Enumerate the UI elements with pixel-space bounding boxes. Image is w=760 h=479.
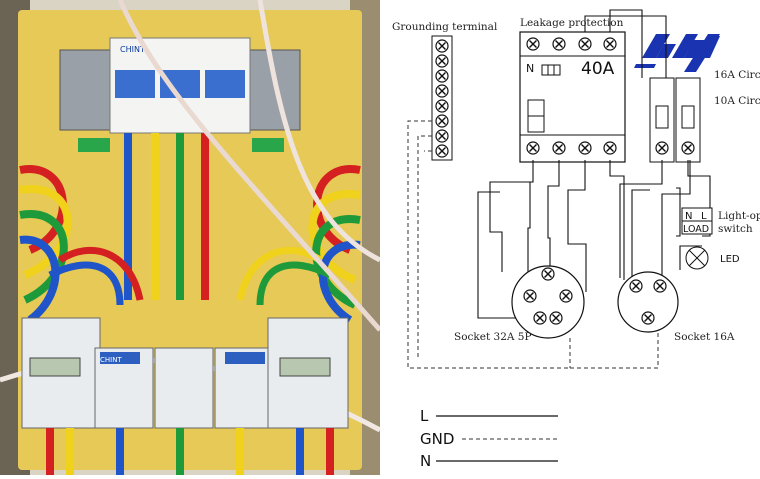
circuit-10a-label: 10A Circuit <box>714 95 760 107</box>
grounding-terminal-strip <box>431 35 453 161</box>
breaker-handle-1 <box>115 70 155 98</box>
led-label: LED <box>720 254 740 265</box>
legend: L GND N <box>420 407 558 470</box>
light-switch-label-1: Light-op <box>718 210 760 222</box>
legend-l-label: L <box>420 407 429 425</box>
legend-n-label: N <box>420 452 431 470</box>
meter-3 <box>154 347 214 429</box>
light-switch-label-2: switch <box>718 223 753 235</box>
wiring-schematic: Grounding terminal Leakag <box>380 0 760 475</box>
circuit-breakers <box>649 77 701 163</box>
top-module-left <box>59 49 116 131</box>
load-n-label: N <box>685 211 692 222</box>
leakage-protection-label: Leakage protection <box>520 17 624 29</box>
grounding-terminal-label: Grounding terminal <box>392 21 498 33</box>
ground-leads <box>407 120 659 369</box>
brand-logo <box>634 34 720 72</box>
socket-16a <box>617 271 679 333</box>
rcd-rating-label: 40A <box>581 59 615 79</box>
brand-label-top: CHINT <box>120 45 145 54</box>
load-l-label: L <box>701 211 707 222</box>
led-lamp <box>685 246 709 270</box>
breaker-handle-2 <box>160 70 200 98</box>
supply-lines <box>584 9 667 78</box>
legend-gnd-label: GND <box>420 430 454 448</box>
socket-32a-label: Socket 32A 5P <box>454 331 532 343</box>
schematic-drawing: Grounding terminal Leakag <box>392 9 760 470</box>
socket-16a-label: Socket 16A <box>674 331 735 343</box>
rcd-n-label: N <box>526 62 534 75</box>
distribution-panel-photo: CHINT <box>0 0 382 475</box>
circuit-16a-label: 16A Circuit <box>714 69 760 81</box>
light-switch-box: N L LOAD <box>681 207 713 235</box>
brand-label-meter: CHINT <box>100 356 122 364</box>
leakage-protection-device: N 40A <box>519 31 626 163</box>
socket-32a <box>511 265 585 339</box>
panel-illustration: CHINT <box>0 0 382 475</box>
distribution-wiring <box>477 160 711 319</box>
breaker-handle-3 <box>205 70 245 98</box>
load-label: LOAD <box>683 224 709 235</box>
